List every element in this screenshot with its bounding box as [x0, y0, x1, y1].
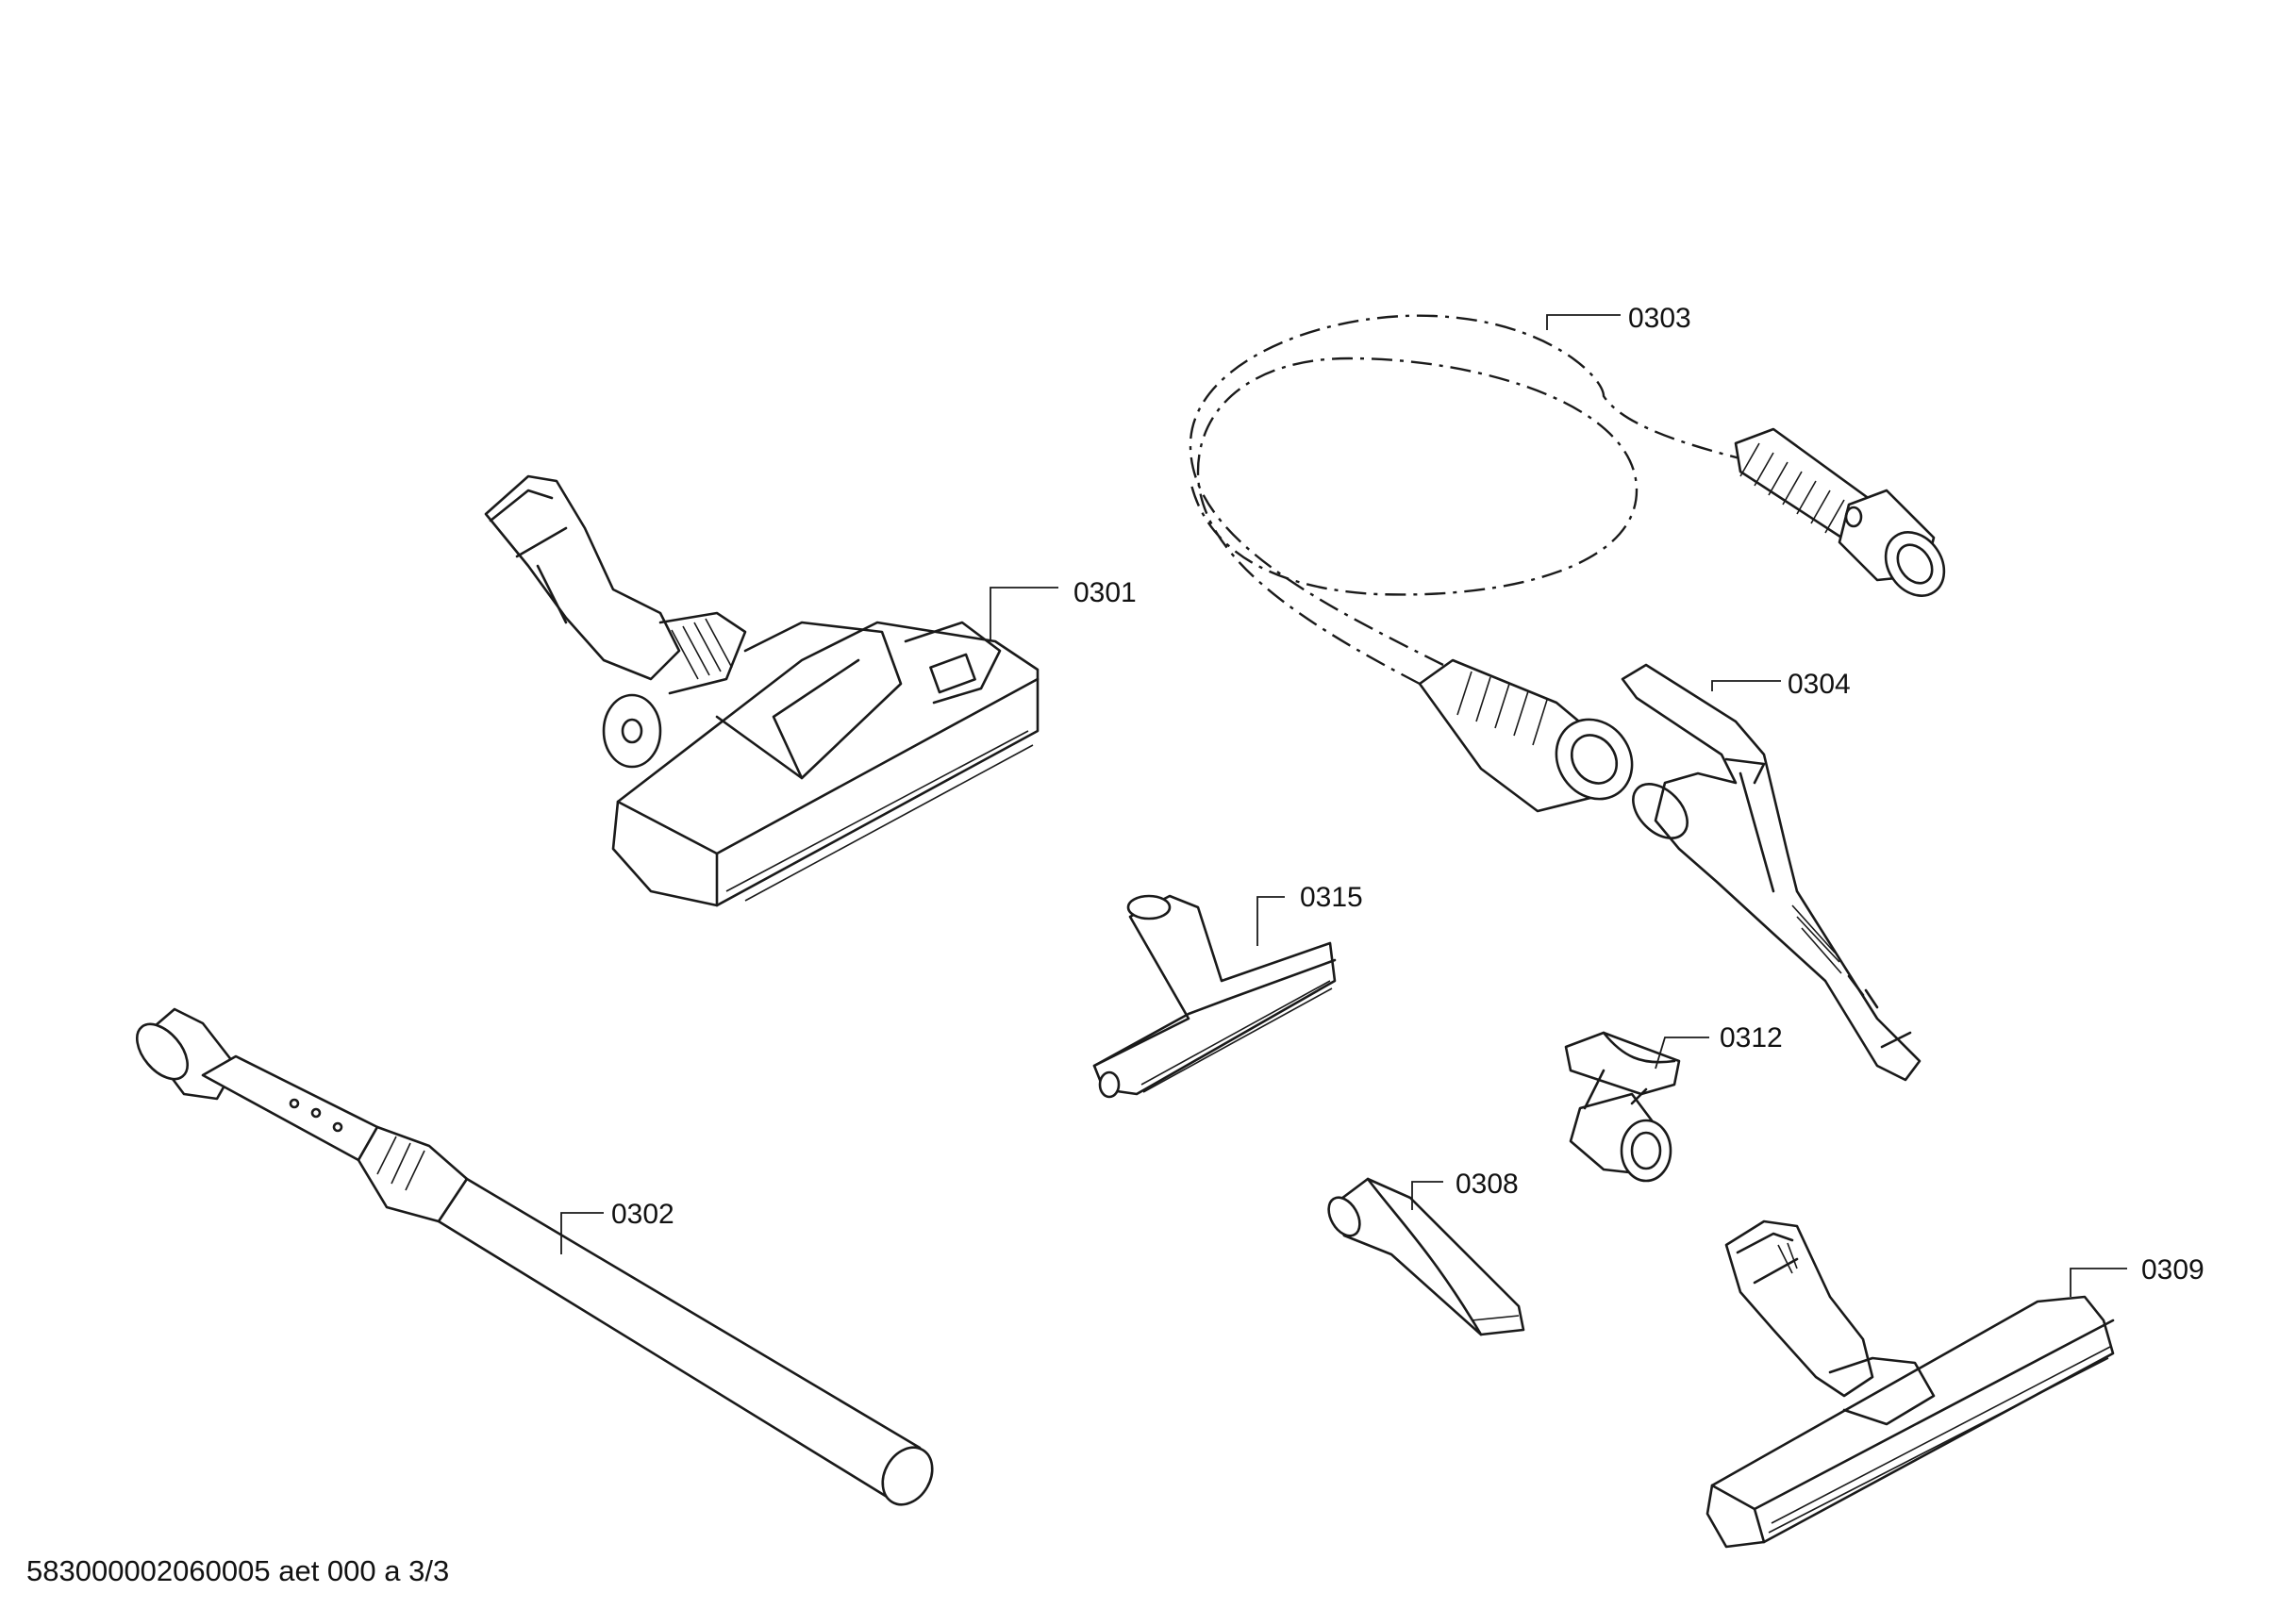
leader-0315 — [1256, 896, 1285, 946]
part-crevice-tool[interactable] — [1323, 1177, 1525, 1336]
part-parquet-nozzle[interactable] — [1705, 1219, 2115, 1549]
part-label-0315: 0315 — [1300, 882, 1363, 913]
part-carpet-nozzle[interactable] — [484, 474, 1040, 907]
part-label-0303: 0303 — [1628, 303, 1691, 334]
part-label-0309: 0309 — [2141, 1254, 2204, 1286]
leader-0303 — [1546, 314, 1621, 330]
part-accessory-clip[interactable] — [1564, 1031, 1681, 1183]
leader-0304 — [1711, 680, 1781, 691]
part-label-0304: 0304 — [1788, 669, 1851, 700]
leader-0302 — [560, 1212, 604, 1254]
part-hose-handle[interactable] — [1621, 663, 1922, 1082]
leader-0308 — [1411, 1181, 1443, 1210]
part-extension-tube[interactable] — [127, 1007, 942, 1514]
part-upholstery-nozzle[interactable] — [1092, 894, 1337, 1099]
part-label-0301: 0301 — [1073, 577, 1137, 608]
part-label-0308: 0308 — [1456, 1169, 1519, 1200]
leader-0309 — [2070, 1268, 2127, 1297]
part-label-0302: 0302 — [611, 1199, 674, 1230]
leader-0312 — [1655, 1037, 1709, 1070]
part-label-0312: 0312 — [1720, 1022, 1783, 1053]
part-suction-hose[interactable] — [1189, 314, 1956, 814]
document-id: 583000002060005 aet 000 a 3/3 — [26, 1554, 450, 1587]
leader-0301 — [990, 587, 1058, 639]
